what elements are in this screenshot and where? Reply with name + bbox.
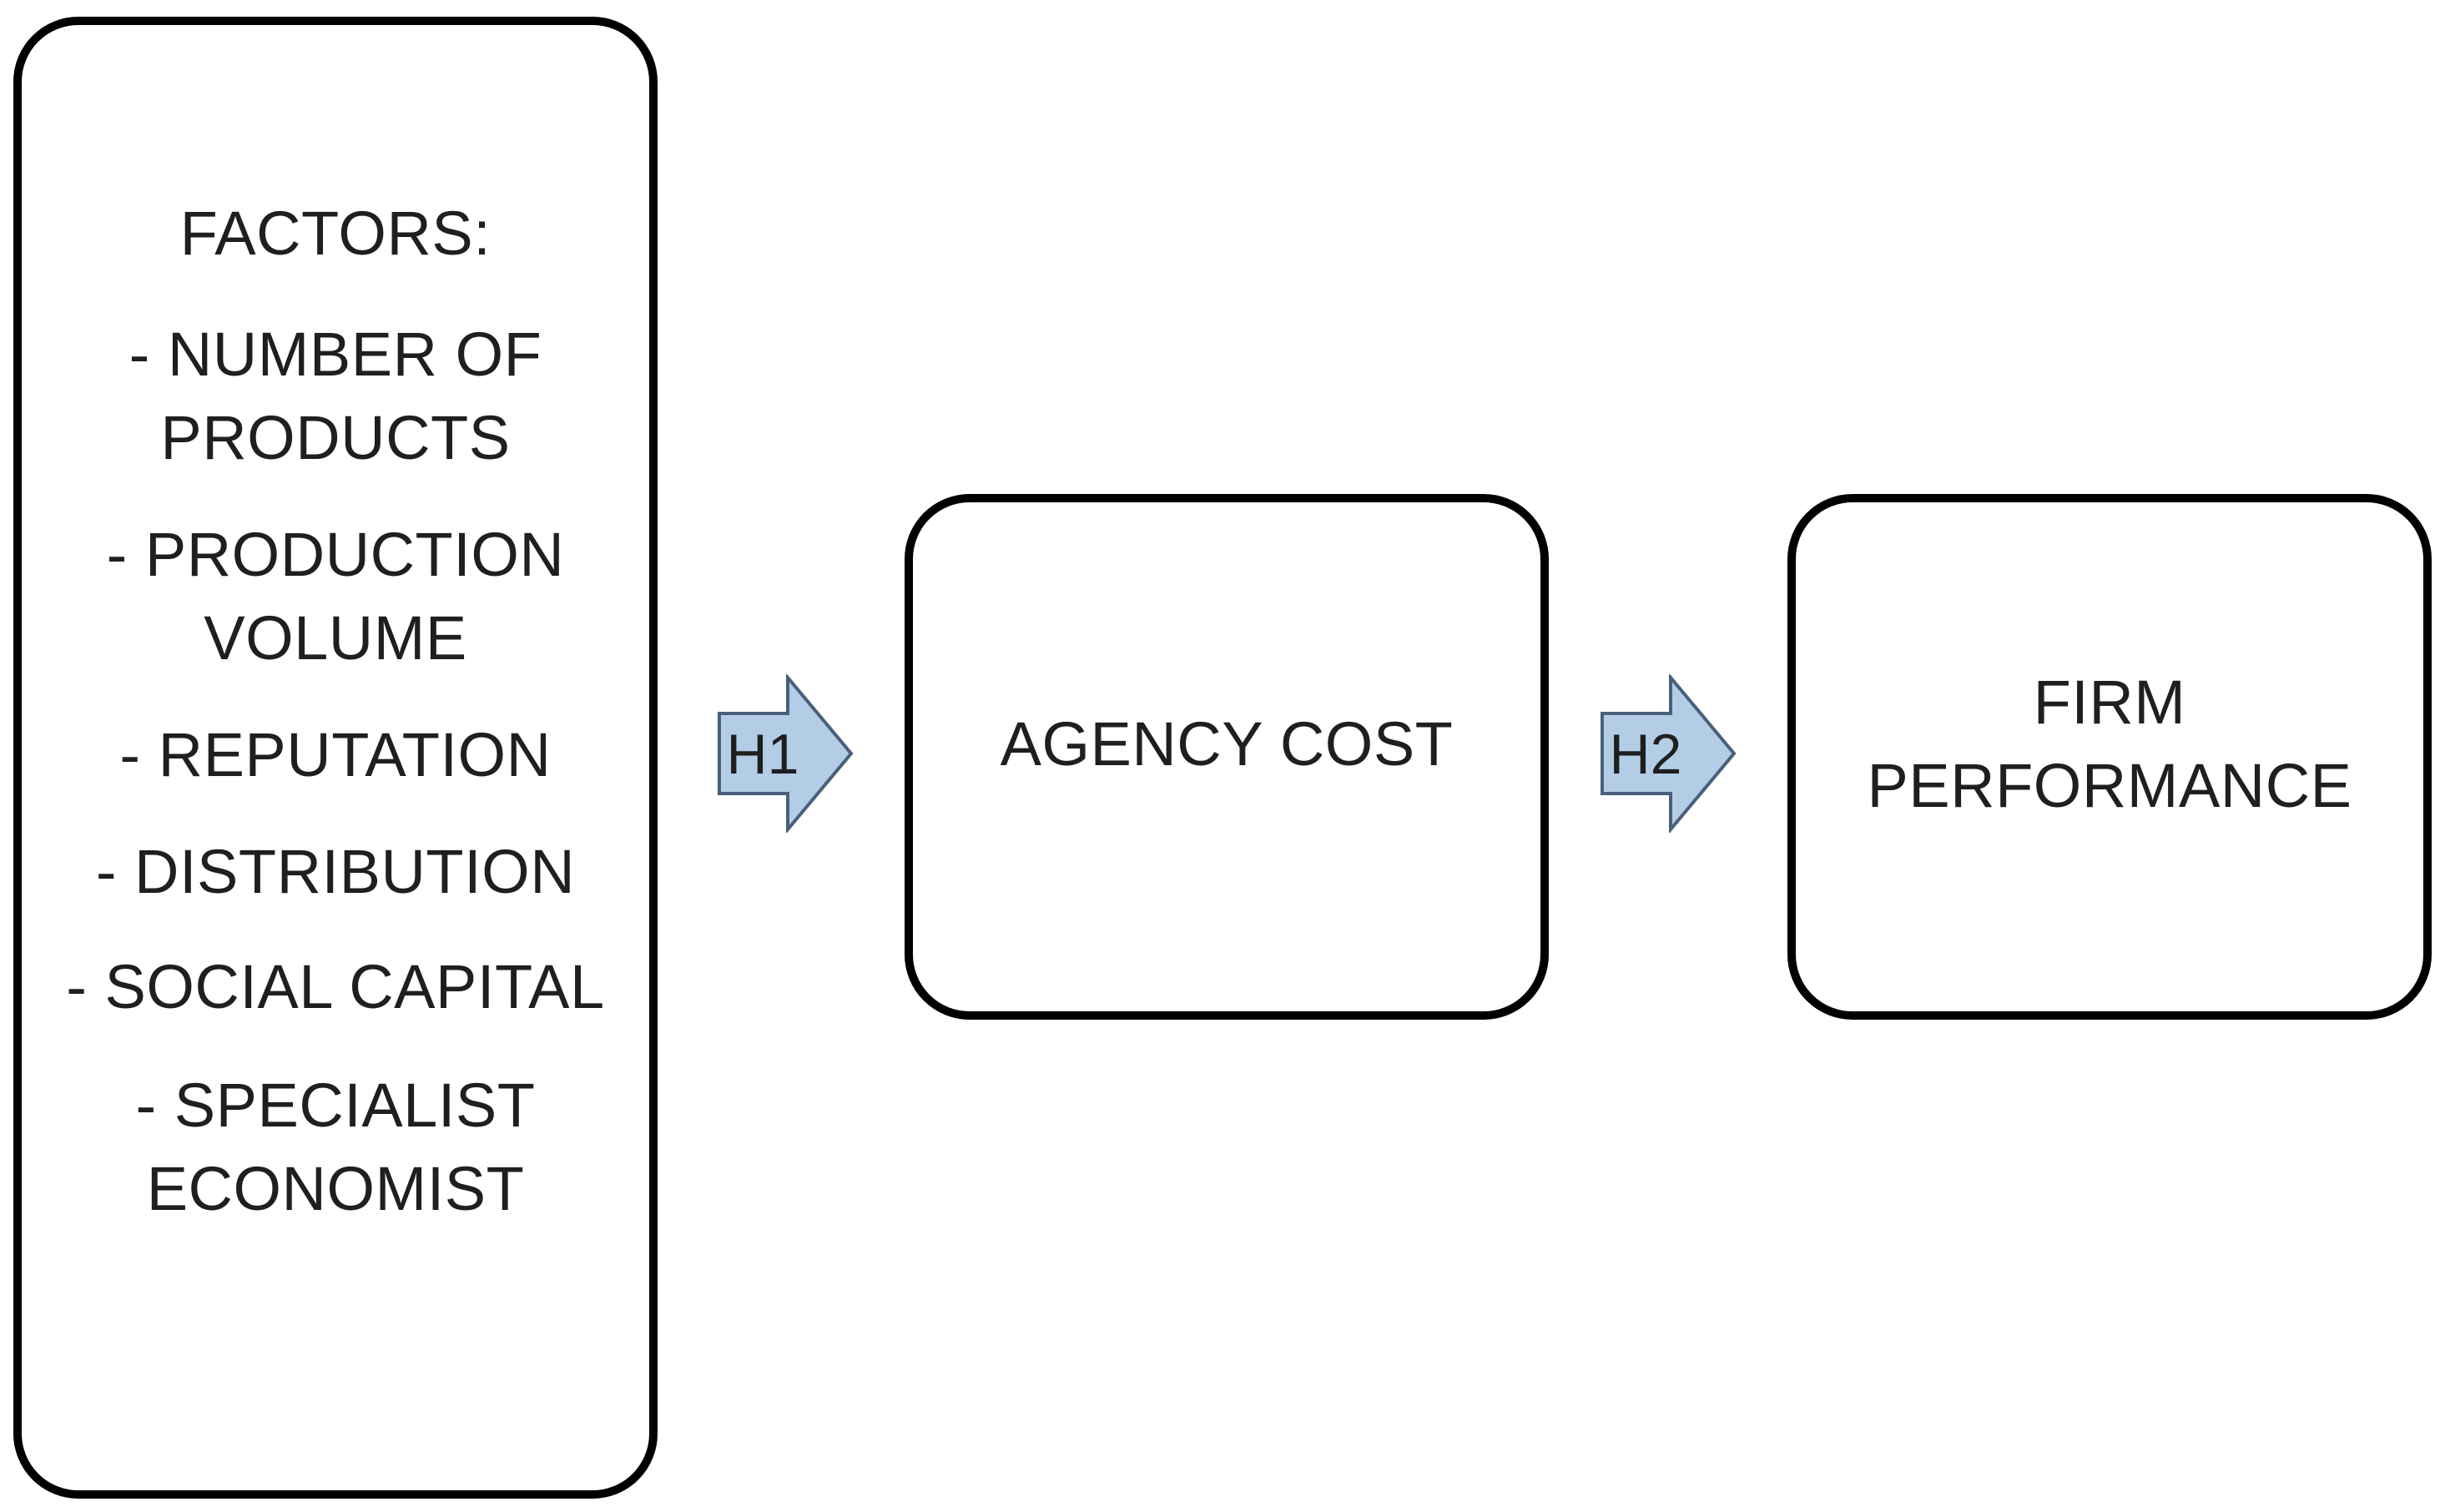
- arrow-h2-label: H2: [1609, 723, 1682, 786]
- agency-cost-label: AGENCY COST: [1000, 709, 1454, 779]
- agency-cost-box: AGENCY COST: [905, 494, 1549, 1020]
- firm-performance-line2: PERFORMANCE: [1867, 751, 2352, 820]
- arrow-h1-shape: [718, 674, 854, 833]
- factor-item-reputation: - REPUTATION: [119, 720, 552, 789]
- factor-item-number-of-products-line2: PRODUCTS: [160, 403, 511, 472]
- factors-box: FACTORS: - NUMBER OF PRODUCTS - PRODUCTI…: [13, 17, 658, 1499]
- factor-item-distribution: - DISTRIBUTION: [95, 837, 576, 906]
- arrow-h1-label: H1: [726, 723, 799, 786]
- factor-item-specialist-economist-line2: ECONOMIST: [146, 1154, 525, 1223]
- factor-item-specialist-economist-line1: - SPECIALIST: [135, 1071, 536, 1140]
- firm-performance-line1: FIRM: [2033, 668, 2186, 737]
- arrow-h2: H2: [1599, 674, 1739, 833]
- arrow-h1: H1: [716, 674, 856, 833]
- factors-heading: FACTORS:: [179, 199, 492, 268]
- firm-performance-box: FIRM PERFORMANCE: [1787, 494, 2432, 1020]
- arrow-h2-shape: [1601, 674, 1737, 833]
- factor-item-social-capital: - SOCIAL CAPITAL: [66, 952, 605, 1021]
- factor-item-production-volume-line1: - PRODUCTION: [106, 520, 565, 589]
- factor-item-number-of-products-line1: - NUMBER OF: [129, 320, 542, 389]
- factor-item-production-volume-line2: VOLUME: [204, 603, 467, 673]
